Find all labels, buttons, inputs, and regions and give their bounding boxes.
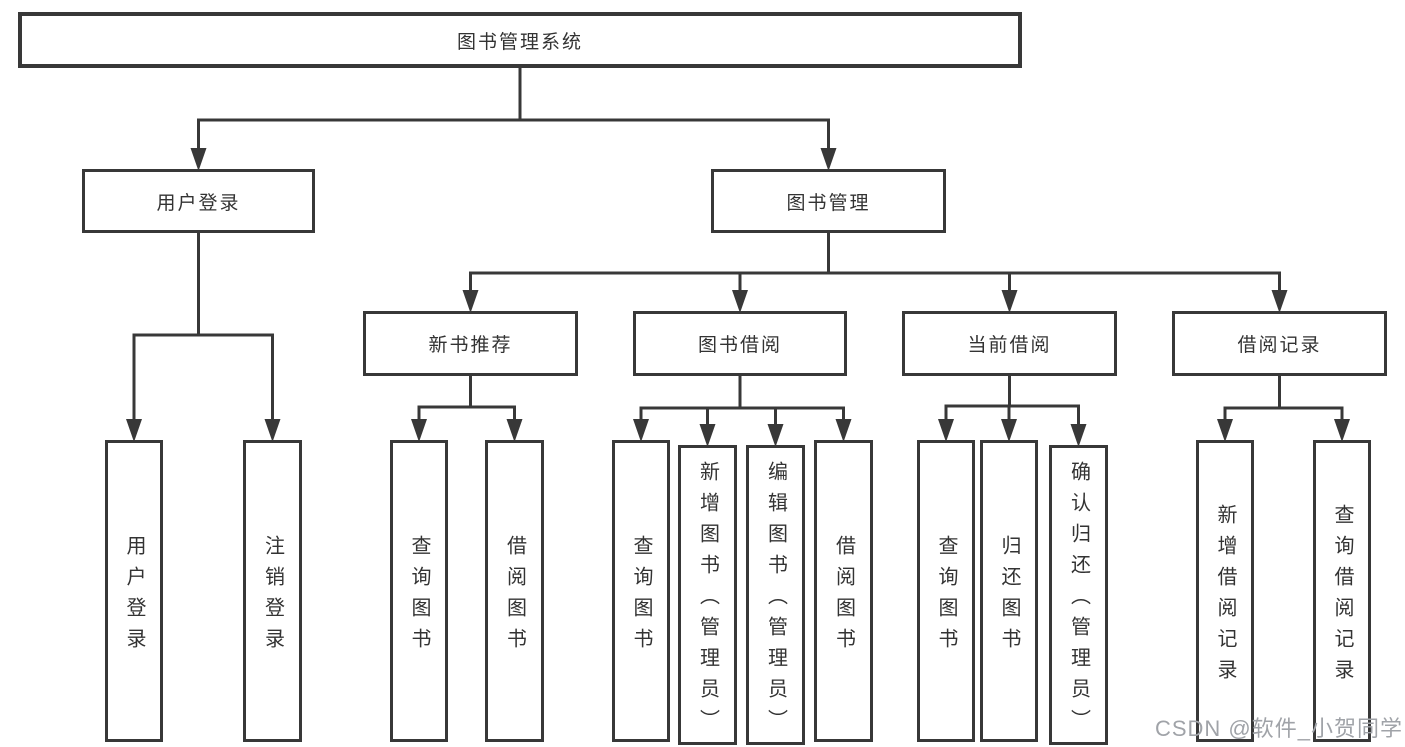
node-cb-confirm: 确认归还（管理员） (1049, 445, 1108, 745)
node-br-add: 新增借阅记录 (1196, 440, 1254, 742)
node-login-op: 用户登录 (105, 440, 163, 742)
node-label-user-login: 用户登录 (156, 192, 241, 214)
node-user-login: 用户登录 (82, 169, 315, 233)
node-bb-borrow: 借阅图书 (814, 440, 873, 742)
node-label-book-borrow: 图书借阅 (697, 335, 782, 356)
node-label-book-mgmt: 图书管理 (786, 192, 871, 214)
node-label-rec-query: 查询图书 (408, 534, 430, 659)
node-bb-add: 新增图书（管理员） (678, 445, 737, 745)
node-label-root: 图书管理系统 (456, 31, 583, 53)
node-label-new-book-rec: 新书推荐 (428, 335, 513, 356)
node-label-current-borrow: 当前借阅 (967, 335, 1052, 356)
node-label-cb-confirm: 确认归还（管理员） (1067, 461, 1090, 740)
node-label-rec-borrow: 借阅图书 (503, 534, 526, 659)
node-label-bb-add: 新增图书（管理员） (696, 461, 719, 740)
node-cb-query: 查询图书 (917, 440, 975, 742)
node-br-query: 查询借阅记录 (1313, 440, 1371, 742)
node-rec-query: 查询图书 (390, 440, 448, 742)
node-label-bb-borrow: 借阅图书 (832, 534, 855, 659)
node-label-br-query: 查询借阅记录 (1331, 503, 1353, 690)
node-label-cb-query: 查询图书 (935, 534, 957, 659)
node-bb-edit: 编辑图书（管理员） (746, 445, 805, 745)
node-label-bb-edit: 编辑图书（管理员） (764, 461, 787, 740)
node-borrow-records: 借阅记录 (1172, 311, 1387, 376)
node-label-logout-op: 注销登录 (261, 534, 284, 659)
node-new-book-rec: 新书推荐 (363, 311, 578, 376)
node-label-cb-return: 归还图书 (998, 534, 1020, 659)
node-label-login-op: 用户登录 (123, 534, 145, 659)
node-book-borrow: 图书借阅 (633, 311, 847, 376)
node-label-borrow-records: 借阅记录 (1237, 335, 1322, 356)
node-label-br-add: 新增借阅记录 (1214, 503, 1236, 690)
node-book-mgmt: 图书管理 (711, 169, 946, 233)
node-label-bb-query: 查询图书 (630, 534, 652, 659)
node-root: 图书管理系统 (18, 12, 1022, 68)
node-cb-return: 归还图书 (980, 440, 1038, 742)
node-logout-op: 注销登录 (243, 440, 302, 742)
node-bb-query: 查询图书 (612, 440, 670, 742)
node-current-borrow: 当前借阅 (902, 311, 1117, 376)
node-rec-borrow: 借阅图书 (485, 440, 544, 742)
